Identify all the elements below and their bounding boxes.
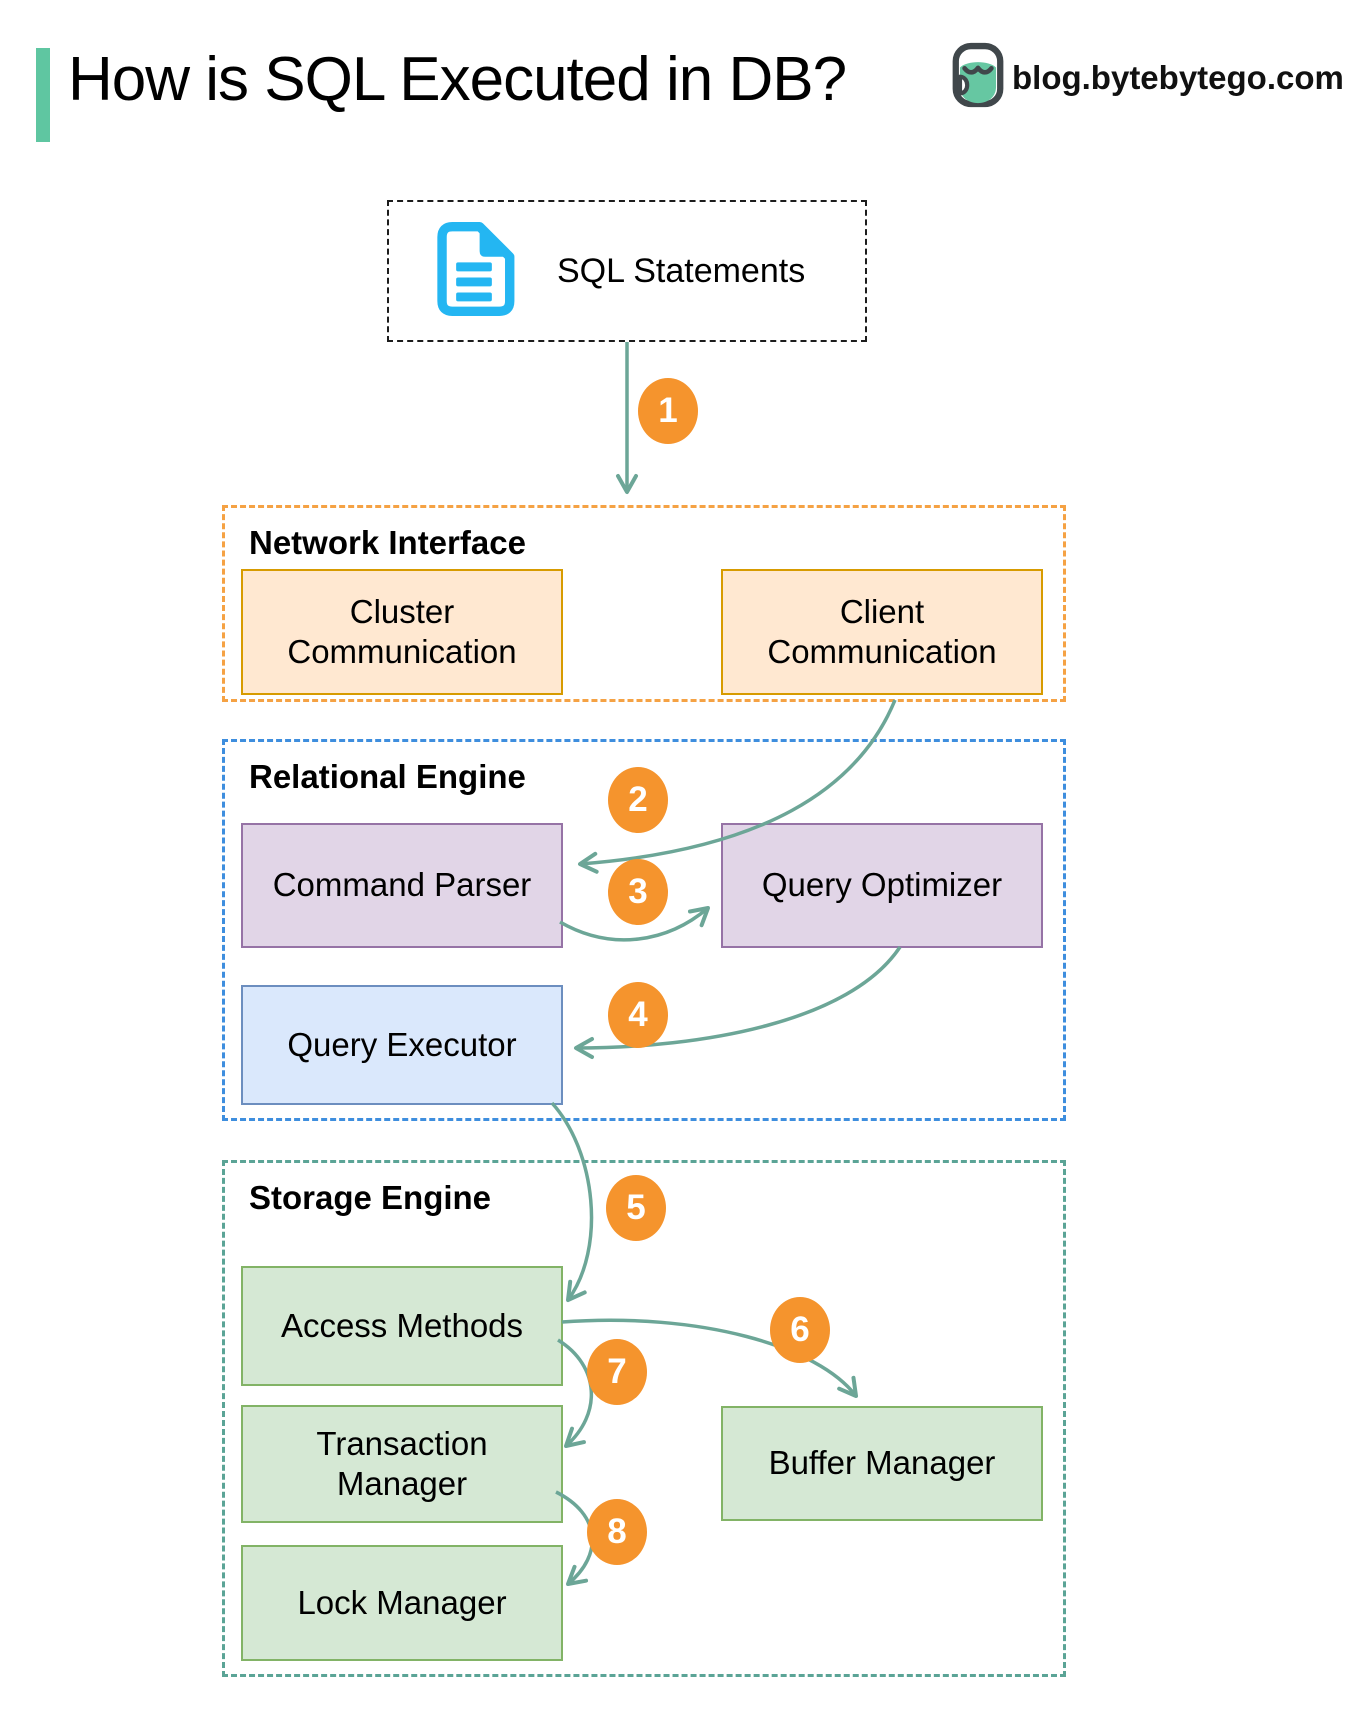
node-query-executor: Query Executor [241, 985, 563, 1105]
section-network-interface: Network Interface Cluster Communication … [222, 505, 1066, 702]
step-badge-3: 3 [608, 859, 668, 925]
step-badge-6: 6 [770, 1297, 830, 1363]
node-access-methods: Access Methods [241, 1266, 563, 1386]
page-title: How is SQL Executed in DB? [68, 45, 847, 114]
step-number: 2 [628, 780, 648, 819]
brand-url: blog.bytebytego.com [1012, 58, 1344, 96]
section-storage-engine: Storage Engine Access Methods Transactio… [222, 1160, 1066, 1677]
step-badge-5: 5 [606, 1175, 666, 1241]
node-label: Query Optimizer [761, 866, 1003, 904]
step-badge-1: 1 [638, 378, 698, 444]
node-query-optimizer: Query Optimizer [721, 823, 1043, 948]
brand: blog.bytebytego.com [952, 42, 1344, 113]
step-badge-2: 2 [608, 767, 668, 833]
step-badge-8: 8 [587, 1499, 647, 1565]
document-icon [427, 219, 521, 324]
step-badge-4: 4 [608, 982, 668, 1048]
node-transaction-manager: Transaction Manager [241, 1405, 563, 1523]
node-client-communication: Client Communication [721, 569, 1043, 695]
node-lock-manager: Lock Manager [241, 1545, 563, 1661]
node-label: Command Parser [272, 866, 532, 904]
node-label: Query Executor [287, 1025, 517, 1063]
node-label: Cluster Communication [287, 592, 517, 670]
section-title-relational-engine: Relational Engine [249, 758, 526, 795]
step-number: 7 [607, 1352, 627, 1391]
step-number: 6 [790, 1310, 810, 1349]
node-buffer-manager: Buffer Manager [721, 1406, 1043, 1521]
node-command-parser: Command Parser [241, 823, 563, 948]
node-label: Client Communication [767, 592, 997, 670]
node-cluster-communication: Cluster Communication [241, 569, 563, 695]
step-number: 8 [607, 1512, 627, 1551]
title-accent-bar [36, 48, 50, 142]
node-label: Buffer Manager [768, 1444, 996, 1482]
sql-statements-box: SQL Statements [387, 200, 867, 342]
node-label: Access Methods [280, 1306, 524, 1344]
node-label: Transaction Manager [316, 1424, 488, 1502]
bytebytego-logo-icon [952, 42, 1004, 113]
step-number: 4 [628, 995, 648, 1034]
node-label: Lock Manager [297, 1583, 507, 1621]
step-badge-7: 7 [587, 1339, 647, 1405]
section-relational-engine: Relational Engine Command Parser Query O… [222, 739, 1066, 1121]
step-number: 5 [626, 1188, 646, 1227]
sql-statements-label: SQL Statements [557, 251, 806, 290]
section-title-storage-engine: Storage Engine [249, 1179, 492, 1216]
section-title-network-interface: Network Interface [249, 524, 526, 561]
step-number: 3 [628, 872, 648, 911]
step-number: 1 [658, 391, 678, 430]
